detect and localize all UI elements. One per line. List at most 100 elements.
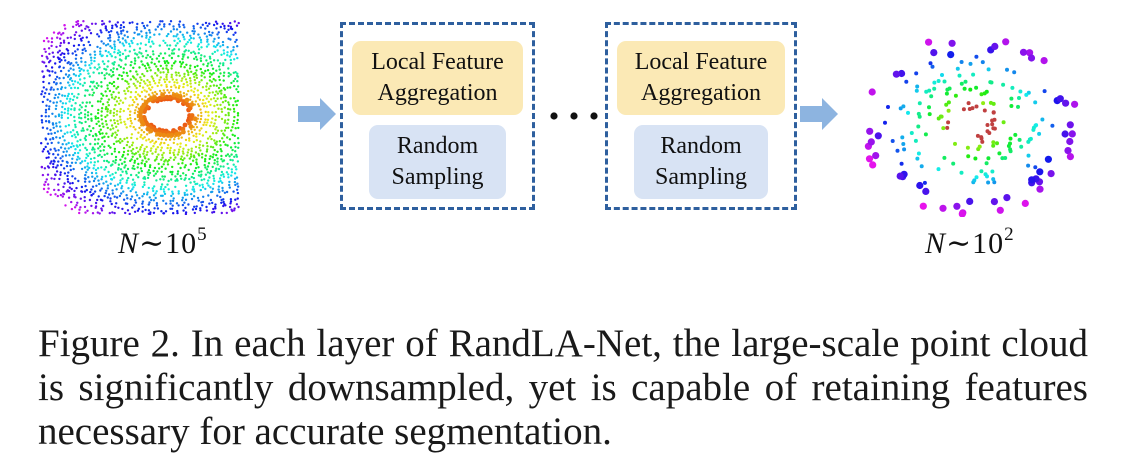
point <box>115 110 119 113</box>
point <box>136 110 140 114</box>
point <box>137 207 141 210</box>
point <box>104 175 108 178</box>
point <box>137 131 140 134</box>
point <box>123 137 126 141</box>
point <box>944 91 949 96</box>
point <box>107 30 111 34</box>
point <box>142 24 146 28</box>
point <box>55 82 58 85</box>
point <box>915 156 920 161</box>
point <box>185 43 188 46</box>
point <box>170 52 174 55</box>
point <box>56 194 59 198</box>
point <box>139 76 142 79</box>
point <box>188 157 191 160</box>
point <box>197 93 200 97</box>
point <box>128 45 132 48</box>
point <box>104 90 107 93</box>
point <box>148 66 151 69</box>
point <box>90 194 93 197</box>
point <box>1012 70 1017 75</box>
point <box>199 188 202 192</box>
point <box>148 80 151 84</box>
point <box>59 193 63 197</box>
point <box>133 111 136 115</box>
point <box>72 129 75 132</box>
point <box>96 100 100 103</box>
point <box>77 151 80 155</box>
point <box>236 121 239 125</box>
point <box>148 171 152 175</box>
point <box>179 93 182 96</box>
point <box>50 44 53 48</box>
point <box>42 80 45 84</box>
point <box>90 188 93 191</box>
point <box>201 102 204 105</box>
point <box>212 40 215 43</box>
point <box>1066 153 1074 161</box>
point <box>124 92 127 96</box>
point <box>103 153 106 156</box>
point <box>224 119 227 122</box>
point <box>196 96 200 99</box>
point <box>88 75 91 78</box>
point <box>202 105 206 108</box>
point <box>81 143 85 146</box>
point <box>188 77 192 80</box>
point <box>209 155 212 158</box>
point <box>89 80 93 84</box>
point <box>203 178 206 181</box>
point <box>84 184 87 188</box>
point <box>67 196 71 199</box>
point <box>131 155 134 158</box>
point <box>84 89 87 92</box>
point <box>75 204 78 207</box>
point <box>204 27 207 30</box>
point <box>146 62 149 65</box>
point <box>89 53 92 56</box>
point <box>117 163 121 166</box>
point <box>189 163 192 166</box>
point <box>171 91 175 95</box>
point <box>202 63 205 66</box>
point <box>183 191 186 195</box>
point <box>216 49 219 52</box>
point <box>55 125 58 128</box>
point <box>227 75 230 78</box>
point <box>121 42 124 45</box>
point <box>89 66 92 70</box>
point <box>76 140 79 143</box>
point <box>126 30 129 33</box>
point <box>163 192 167 196</box>
point <box>209 98 213 101</box>
point <box>79 138 82 142</box>
point <box>68 182 72 185</box>
point <box>119 99 122 102</box>
point <box>64 27 67 30</box>
point <box>187 89 190 93</box>
point <box>133 62 137 65</box>
point <box>119 179 122 182</box>
point <box>162 212 165 215</box>
point <box>200 114 203 118</box>
point <box>204 69 207 73</box>
point <box>193 57 196 60</box>
point <box>218 177 222 180</box>
point <box>173 138 176 141</box>
point <box>75 53 78 57</box>
point <box>107 104 111 107</box>
point <box>151 58 154 61</box>
point <box>173 84 176 87</box>
point <box>234 53 238 56</box>
point <box>200 201 203 204</box>
arrow-right-icon <box>800 98 838 130</box>
point <box>214 93 217 97</box>
point <box>92 80 95 83</box>
point <box>222 96 225 99</box>
point <box>217 180 221 183</box>
point <box>144 208 147 212</box>
point <box>143 162 147 166</box>
point <box>42 95 46 99</box>
point <box>177 23 181 26</box>
point <box>83 77 86 80</box>
